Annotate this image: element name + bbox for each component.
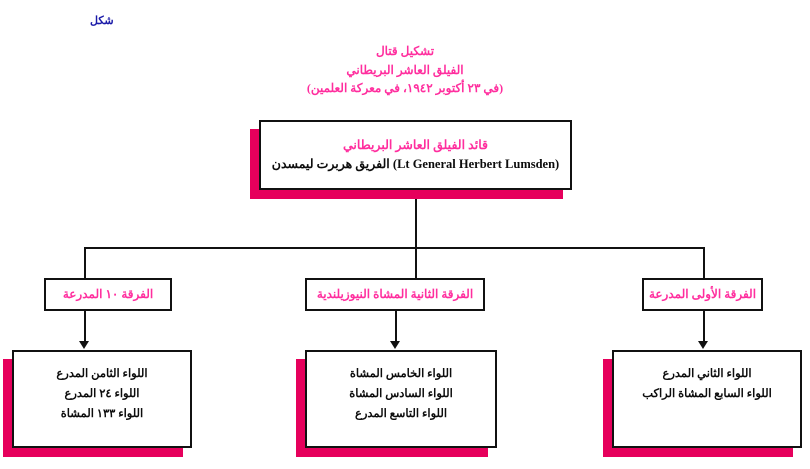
figure-title-block: تشكيل قتال الفيلق العاشر البريطاني (في ٢…: [0, 42, 810, 98]
brigade-group-box: اللواء الخامس المشاة اللواء السادس المشا…: [305, 350, 497, 448]
division-node-box: الفرقة ١٠ المدرعة: [44, 278, 172, 311]
brigade-item: اللواء السادس المشاة: [349, 388, 453, 401]
division-node-box: الفرقة الثانية المشاة النيوزيلندية: [305, 278, 485, 311]
brigade-item: اللواء ١٣٣ المشاة: [60, 408, 144, 421]
connector-drop-div-10: [84, 247, 86, 278]
arrowhead-divnz-icon: [390, 341, 400, 349]
commander-title: قائد الفيلق العاشر البريطاني: [342, 137, 489, 152]
connector-divnz-to-brigades: [395, 311, 397, 343]
figure-title-line-2: الفيلق العاشر البريطاني: [346, 62, 464, 77]
brigade-group-2nd-nz-infantry[interactable]: اللواء الخامس المشاة اللواء السادس المشا…: [296, 350, 497, 457]
division-label: الفرقة ١٠ المدرعة: [62, 287, 154, 302]
commander-node-box: قائد الفيلق العاشر البريطاني الفريق هربر…: [259, 120, 572, 190]
brigade-group-1st-armoured[interactable]: اللواء الثاني المدرع اللواء السابع المشا…: [603, 350, 802, 457]
figure-corner-label: شكل: [90, 15, 114, 27]
commander-name: الفريق هربرت ليمسدن (Lt General Herbert …: [271, 157, 560, 171]
brigade-item: اللواء الثاني المدرع: [662, 368, 752, 380]
connector-horizontal-bus: [84, 247, 704, 249]
connector-div10-to-brigades: [84, 311, 86, 343]
connector-drop-div-1: [703, 247, 705, 278]
division-label: الفرقة الأولى المدرعة: [648, 287, 757, 302]
arrowhead-div10-icon: [79, 341, 89, 349]
brigade-group-box: اللواء الثامن المدرع اللواء ٢٤ المدرع ال…: [12, 350, 192, 448]
commander-node[interactable]: قائد الفيلق العاشر البريطاني الفريق هربر…: [250, 120, 572, 199]
brigade-item: اللواء التاسع المدرع: [354, 408, 448, 421]
brigade-group-box: اللواء الثاني المدرع اللواء السابع المشا…: [612, 350, 802, 448]
brigade-item: اللواء الخامس المشاة: [349, 368, 453, 380]
arrowhead-div1-icon: [698, 341, 708, 349]
division-label: الفرقة الثانية المشاة النيوزيلندية: [316, 287, 474, 302]
brigade-item: اللواء الثامن المدرع: [56, 368, 148, 380]
brigade-item: اللواء ٢٤ المدرع: [64, 388, 140, 401]
figure-title-line-1: تشكيل قتال: [375, 44, 435, 58]
division-node-10th-armoured[interactable]: الفرقة ١٠ المدرعة: [44, 278, 172, 311]
brigade-item: اللواء السابع المشاة الراكب: [642, 388, 772, 401]
connector-div1-to-brigades: [703, 311, 705, 343]
brigade-group-10th-armoured[interactable]: اللواء الثامن المدرع اللواء ٢٤ المدرع ال…: [3, 350, 192, 457]
figure-title-line-3: (في ٢٣ أكتوبر ١٩٤٢، في معركة العلمين): [306, 81, 504, 96]
division-node-2nd-nz-infantry[interactable]: الفرقة الثانية المشاة النيوزيلندية: [305, 278, 485, 311]
division-node-1st-armoured[interactable]: الفرقة الأولى المدرعة: [642, 278, 763, 311]
division-node-box: الفرقة الأولى المدرعة: [642, 278, 763, 311]
connector-drop-div-nz: [415, 247, 417, 278]
connector-commander-stem: [415, 190, 417, 248]
